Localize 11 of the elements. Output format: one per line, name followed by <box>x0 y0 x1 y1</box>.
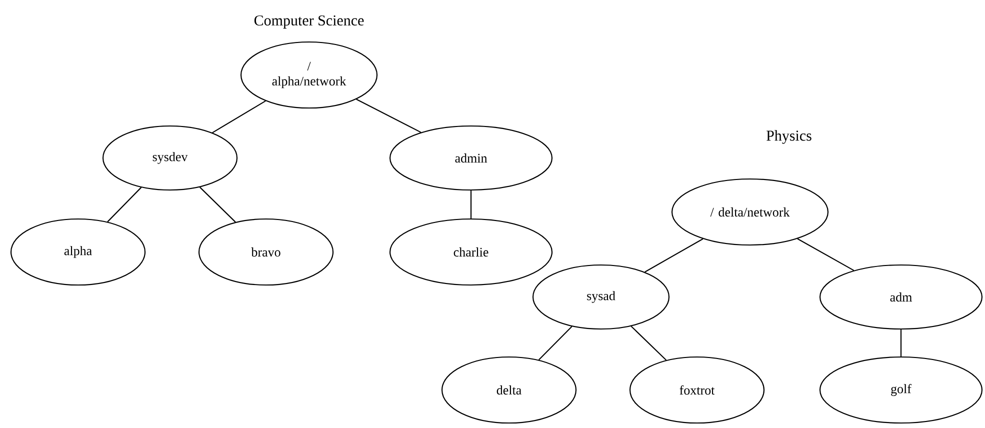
tree-line <box>470 190 472 218</box>
tree-line <box>797 238 854 271</box>
tree-line <box>107 187 142 222</box>
tree-line <box>900 330 902 356</box>
tree-line <box>212 100 266 134</box>
tree-line <box>199 186 236 222</box>
tree-line <box>356 98 422 133</box>
tree-line <box>538 326 572 360</box>
tree-line <box>630 326 667 361</box>
tree-line <box>644 238 704 272</box>
tree-title: Physics <box>766 130 812 144</box>
